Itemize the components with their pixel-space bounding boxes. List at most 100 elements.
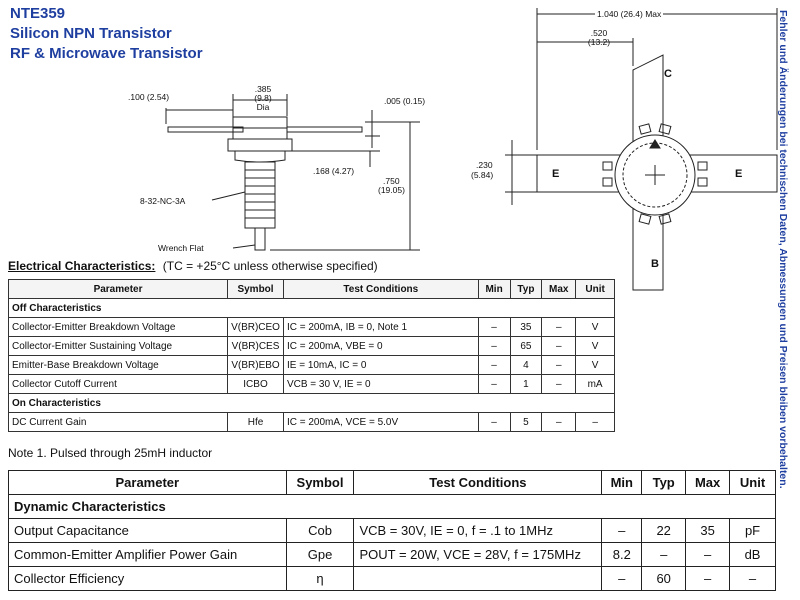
dim-height-1: .750 bbox=[383, 176, 400, 186]
table-row: Common-Emitter Amplifier Power Gain Gpe … bbox=[8, 542, 776, 567]
cell-symbol: Hfe bbox=[227, 412, 284, 432]
pin-label-e-right: E bbox=[735, 168, 743, 180]
section-row: On Characteristics bbox=[8, 393, 615, 413]
cell-max: – bbox=[541, 336, 577, 356]
cell-unit: dB bbox=[729, 542, 776, 567]
cell-typ: 65 bbox=[509, 336, 543, 356]
title-line-2: RF & Microwave Transistor bbox=[10, 45, 203, 62]
wrench-flat bbox=[254, 227, 266, 251]
pin-label-b: B bbox=[651, 258, 659, 270]
col-header: Test Conditions bbox=[282, 279, 479, 299]
cell-typ: – bbox=[641, 542, 687, 567]
col-header: Symbol bbox=[227, 279, 284, 299]
cell-parameter: Emitter-Base Breakdown Voltage bbox=[7, 355, 229, 375]
dim-side-1: .230 bbox=[476, 160, 493, 170]
collector-base-lead bbox=[632, 54, 664, 291]
cell-min: – bbox=[601, 518, 643, 543]
cell-parameter: Output Capacitance bbox=[8, 518, 287, 543]
table-row: Collector Cutoff Current ICBO VCB = 30 V… bbox=[7, 374, 615, 394]
cell-min: 8.2 bbox=[601, 542, 643, 567]
cell-unit: V bbox=[575, 355, 615, 375]
electrical-characteristics-table: Parameter Symbol Test Conditions Min Typ… bbox=[7, 279, 615, 432]
section-title: Dynamic Characteristics bbox=[8, 494, 776, 519]
cell-unit: – bbox=[729, 566, 776, 591]
table-header-row: Parameter Symbol Test Conditions Min Typ… bbox=[8, 470, 776, 495]
right-lead bbox=[286, 126, 363, 133]
thread-label: 8-32-NC-3A bbox=[140, 196, 186, 206]
cell-conditions: IE = 10mA, IC = 0 bbox=[282, 355, 479, 375]
cell-parameter: Collector-Emitter Sustaining Voltage bbox=[7, 336, 229, 356]
section-row: Off Characteristics bbox=[8, 298, 615, 318]
col-header: Test Conditions bbox=[353, 470, 603, 495]
cell-typ: 5 bbox=[509, 412, 543, 432]
title-line-1: Silicon NPN Transistor bbox=[10, 25, 172, 42]
dynamic-characteristics-table: Parameter Symbol Test Conditions Min Typ… bbox=[8, 470, 776, 591]
cell-max: – bbox=[541, 355, 577, 375]
dim-dia-1: .385 bbox=[254, 84, 272, 94]
cell-symbol: Gpe bbox=[285, 542, 355, 567]
col-header: Unit bbox=[729, 470, 776, 495]
top-view-drawing bbox=[505, 8, 778, 291]
cell-conditions: IC = 200mA, VBE = 0 bbox=[282, 336, 479, 356]
cell-min: – bbox=[477, 374, 511, 394]
table-row: Emitter-Base Breakdown Voltage V(BR)EBO … bbox=[7, 355, 615, 375]
side-view-drawing bbox=[165, 94, 420, 251]
ec-heading-cond: (TC = +25°C unless otherwise specified) bbox=[162, 259, 378, 273]
part-number: NTE359 bbox=[10, 5, 66, 22]
cell-symbol: Cob bbox=[285, 518, 355, 543]
dim-step: .168 (4.27) bbox=[313, 166, 355, 176]
ec-heading: Electrical Characteristics: (TC = +25°C … bbox=[8, 259, 378, 273]
dim-lead-2: (13.2) bbox=[587, 37, 611, 47]
cell-max: – bbox=[541, 317, 577, 337]
cell-parameter: Collector Efficiency bbox=[8, 566, 287, 591]
cell-parameter: Common-Emitter Amplifier Power Gain bbox=[8, 542, 287, 567]
cell-symbol: ICBO bbox=[227, 374, 284, 394]
section-title: On Characteristics bbox=[8, 393, 615, 413]
dim-dia-2: (9.8) bbox=[254, 93, 272, 103]
pin-label-e-left: E bbox=[552, 168, 560, 180]
cell-max: – bbox=[685, 542, 731, 567]
col-header: Parameter bbox=[7, 279, 229, 299]
table-row: DC Current Gain Hfe IC = 200mA, VCE = 5.… bbox=[7, 412, 615, 432]
cell-symbol: V(BR)CES bbox=[227, 336, 284, 356]
dim-side-2: (5.84) bbox=[471, 170, 494, 180]
col-header: Min bbox=[477, 279, 511, 299]
footnote: Note 1. Pulsed through 25mH inductor bbox=[8, 446, 213, 460]
table-row: Output Capacitance Cob VCB = 30V, IE = 0… bbox=[8, 518, 776, 543]
col-header: Typ bbox=[509, 279, 543, 299]
table-row: Collector Efficiency η – 60 – – bbox=[8, 566, 776, 591]
dim-thickness: .005 (0.15) bbox=[384, 96, 426, 106]
cell-conditions: VCB = 30V, IE = 0, f = .1 to 1MHz bbox=[353, 518, 603, 543]
pin-label-c: C bbox=[664, 68, 672, 80]
cell-symbol: V(BR)CEO bbox=[227, 317, 284, 337]
col-header: Max bbox=[685, 470, 731, 495]
cell-min: – bbox=[601, 566, 643, 591]
cell-max: – bbox=[541, 374, 577, 394]
col-header: Max bbox=[541, 279, 577, 299]
hex-flange bbox=[227, 138, 293, 152]
cell-parameter: Collector Cutoff Current bbox=[7, 374, 229, 394]
cell-unit: V bbox=[575, 336, 615, 356]
cell-conditions: IC = 200mA, IB = 0, Note 1 bbox=[282, 317, 479, 337]
col-header: Parameter bbox=[8, 470, 287, 495]
cell-max: – bbox=[685, 566, 731, 591]
cell-min: – bbox=[477, 336, 511, 356]
cell-unit: mA bbox=[575, 374, 615, 394]
col-header: Typ bbox=[641, 470, 687, 495]
cell-typ: 60 bbox=[641, 566, 687, 591]
cell-min: – bbox=[477, 317, 511, 337]
cell-parameter: DC Current Gain bbox=[7, 412, 229, 432]
section-title: Off Characteristics bbox=[8, 298, 615, 318]
col-header: Symbol bbox=[285, 470, 355, 495]
cell-unit: – bbox=[575, 412, 615, 432]
left-lead bbox=[167, 126, 244, 133]
cell-max: 35 bbox=[685, 518, 731, 543]
table-row: Collector-Emitter Breakdown Voltage V(BR… bbox=[7, 317, 615, 337]
cell-conditions bbox=[353, 566, 603, 591]
cell-conditions: VCB = 30 V, IE = 0 bbox=[282, 374, 479, 394]
dim-height-2: (19.05) bbox=[378, 185, 405, 195]
dim-overall-width: 1.040 (26.4) Max bbox=[595, 9, 664, 19]
ec-heading-label: Electrical Characteristics: bbox=[8, 259, 156, 273]
wrench-flat-label: Wrench Flat bbox=[158, 243, 204, 253]
cell-min: – bbox=[477, 412, 511, 432]
